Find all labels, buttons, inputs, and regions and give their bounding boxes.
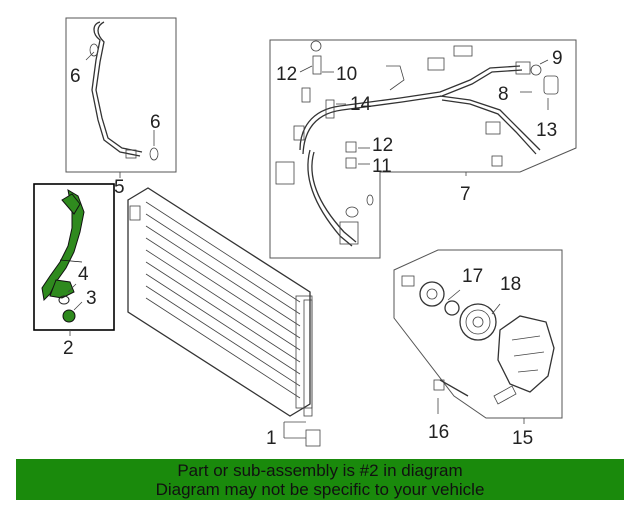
callout-16: 16 [428, 422, 449, 443]
banner-line-1: Part or sub-assembly is #2 in diagram [177, 461, 463, 480]
condenser-1[interactable] [127, 187, 321, 447]
callout-14: 14 [350, 94, 372, 115]
hose-group-5[interactable] [65, 17, 177, 173]
callout-12-upper: 12 [276, 64, 297, 85]
callout-15: 15 [512, 428, 533, 449]
callout-1: 1 [266, 428, 277, 449]
callout-9: 9 [552, 48, 563, 69]
callout-13: 13 [536, 120, 557, 141]
callout-12-lower: 12 [372, 135, 393, 156]
callout-6-lower: 6 [150, 112, 161, 133]
highlighted-part-2[interactable] [33, 183, 115, 331]
banner-line-2: Diagram may not be specific to your vehi… [155, 480, 485, 499]
callout-17: 17 [462, 266, 483, 287]
callout-10: 10 [336, 64, 357, 85]
callout-2: 2 [63, 338, 74, 359]
callout-18: 18 [500, 274, 521, 295]
callout-3: 3 [86, 288, 97, 309]
compressor-panel-15[interactable] [393, 249, 563, 424]
callout-7: 7 [460, 184, 471, 205]
notice-banner: Part or sub-assembly is #2 in diagram Di… [16, 459, 624, 500]
line-assembly-panel-7[interactable] [269, 39, 577, 259]
callout-5: 5 [114, 177, 125, 198]
callout-8: 8 [498, 84, 509, 105]
callout-11: 11 [372, 156, 392, 177]
callout-6-upper: 6 [70, 66, 81, 87]
callout-4: 4 [78, 264, 89, 285]
